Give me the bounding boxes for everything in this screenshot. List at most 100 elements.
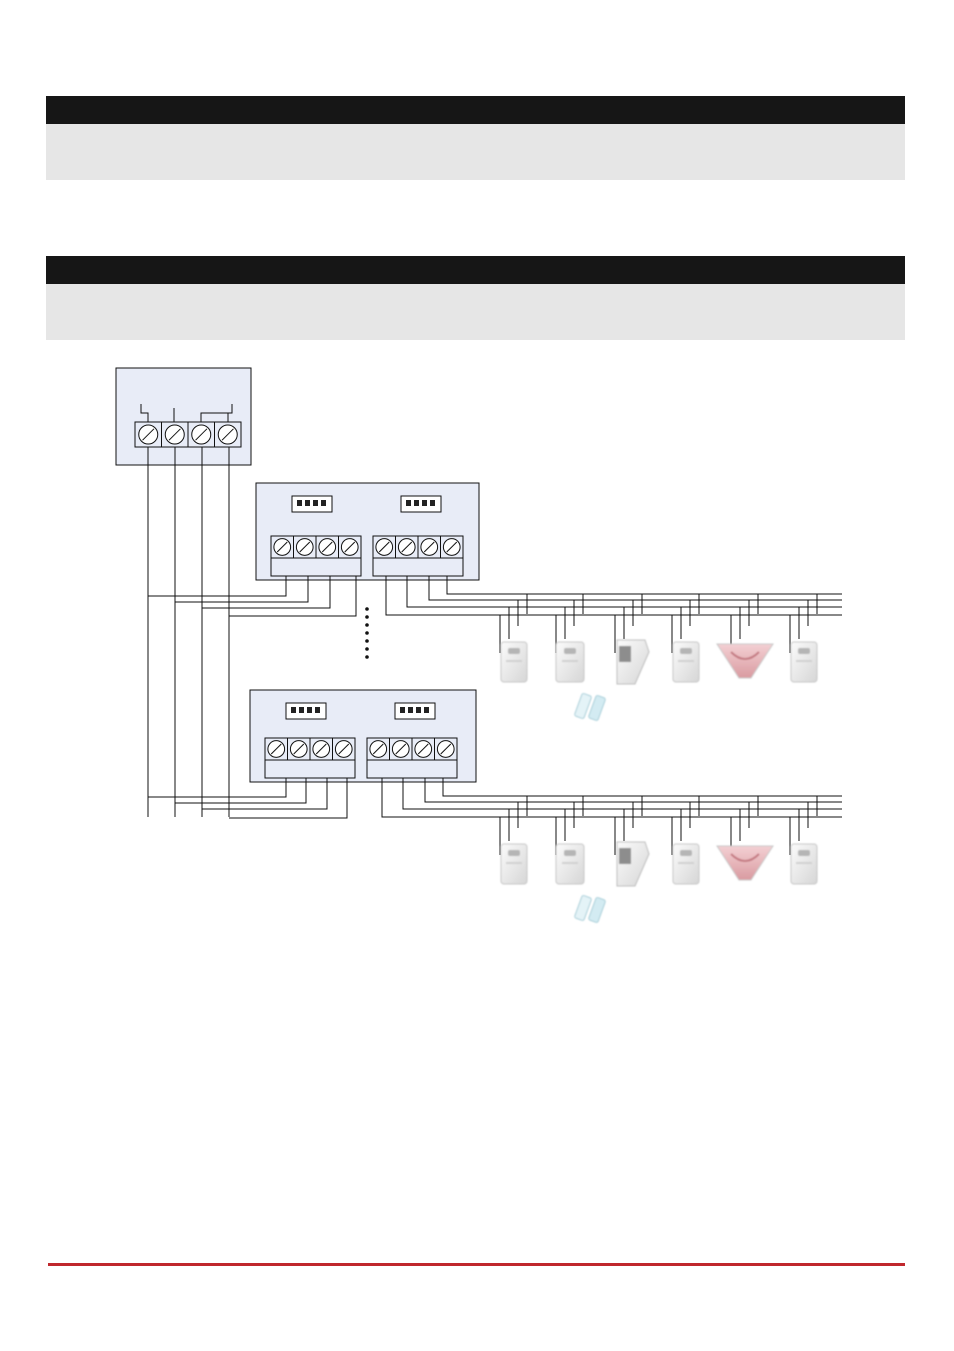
dual-tech-detector-icon (555, 641, 585, 683)
terminal-screw-slot (344, 541, 356, 553)
dip-switch-lever (321, 500, 326, 506)
terminal-screw (318, 538, 337, 556)
terminal-screw-slot (446, 541, 458, 553)
magnetic-contact-magnet (588, 897, 606, 923)
module-power-wire (229, 778, 348, 819)
terminal-screw (397, 538, 416, 556)
terminal-screw-slot (276, 541, 288, 553)
continuation-dot (365, 631, 369, 635)
pir-detector-icon (790, 843, 818, 885)
dip-switch-lever (299, 707, 304, 713)
detector-lens (564, 850, 576, 856)
terminal-screw-slot (423, 541, 435, 553)
terminal-screw-slot (338, 743, 350, 755)
continuation-dot (365, 615, 369, 619)
terminal-screw-slot (293, 743, 305, 755)
terminal-screw-slot (401, 541, 413, 553)
pir-detector-icon (500, 843, 528, 885)
ceiling-detector-icon (716, 845, 774, 881)
continuation-dot (365, 655, 369, 659)
detector-vent (796, 660, 812, 662)
terminal-screw (442, 538, 461, 556)
outdoor-detector-icon (616, 639, 650, 685)
terminal-screw-slot (142, 428, 155, 441)
terminal-label-strip (372, 557, 464, 577)
magnetic-contact-part (574, 895, 592, 921)
terminal-screw-slot (221, 428, 234, 441)
terminal-screw-slot (299, 541, 311, 553)
continuation-dot (365, 647, 369, 651)
continuation-dot (365, 623, 369, 627)
dip-switch-lever (400, 707, 405, 713)
terminal-screw (420, 538, 439, 556)
detector-lens (680, 850, 692, 856)
terminal-label-strip (366, 759, 458, 779)
dip-switch-lever (307, 707, 312, 713)
section-header-bar-2 (46, 256, 905, 284)
dip-switch-lever (416, 707, 421, 713)
section-band-2 (46, 284, 905, 340)
magnetic-contact-icon (574, 693, 606, 721)
outdoor-detector-lens (619, 646, 631, 662)
terminal-screw (289, 740, 308, 758)
terminal-screw (369, 740, 388, 758)
terminal-screw (267, 740, 286, 758)
wiring-group (115, 367, 842, 923)
dip-switch-lever (313, 500, 318, 506)
detector-lens (564, 648, 576, 654)
pir-detector-icon (672, 641, 700, 683)
sensor-bus-wire (385, 576, 842, 616)
dip-switch (291, 495, 333, 513)
panel-label-lead (200, 404, 233, 422)
terminal-screw (334, 740, 353, 758)
dip-switch-lever (408, 707, 413, 713)
terminal-screw (273, 538, 292, 556)
continuation-dot (365, 639, 369, 643)
dip-switch-lever (406, 500, 411, 506)
pir-detector-icon (672, 843, 700, 885)
terminal-screw-slot (195, 428, 208, 441)
dip-switch-lever (315, 707, 320, 713)
module-power-wire (175, 778, 307, 804)
terminal-screw-slot (417, 743, 429, 755)
terminal-screw (436, 740, 455, 758)
panel-label-lead (140, 404, 149, 422)
magnetic-contact-icon (574, 895, 606, 923)
detector-vent (678, 862, 694, 864)
dip-switch-lever (424, 707, 429, 713)
dip-switch-lever (422, 500, 427, 506)
ceiling-detector-lens (730, 853, 760, 862)
terminal-screw (375, 538, 394, 556)
dip-switch (285, 702, 327, 720)
terminal-screw (312, 740, 331, 758)
module-power-wire (202, 778, 328, 810)
terminal-screw-slot (440, 743, 452, 755)
detector-vent (506, 660, 522, 662)
dip-switch-lever (291, 707, 296, 713)
control-panel-box (115, 367, 252, 466)
detector-lens (680, 648, 692, 654)
sensor-bus-wire (406, 576, 842, 608)
terminal-screw-slot (372, 743, 384, 755)
module-power-wire (148, 778, 287, 798)
dip-switch (394, 702, 436, 720)
detector-lens (508, 648, 520, 654)
module-power-wire (148, 576, 287, 597)
detector-vent (678, 660, 694, 662)
dip-switch-lever (297, 500, 302, 506)
terminal-screw-slot (315, 743, 327, 755)
sensor-bus-wire (442, 778, 842, 797)
detector-lens (798, 850, 810, 856)
detector-vent (506, 862, 522, 864)
terminal-screw (414, 740, 433, 758)
terminal-screw-slot (321, 541, 333, 553)
dual-tech-detector-icon (555, 843, 585, 885)
terminal-screw-slot (378, 541, 390, 553)
module-power-wire (175, 576, 309, 603)
detector-vent (796, 862, 812, 864)
module-power-wire (229, 576, 357, 617)
section-band-1 (46, 124, 905, 180)
magnetic-contact-magnet (588, 695, 606, 721)
magnetic-contact-part (574, 693, 592, 719)
